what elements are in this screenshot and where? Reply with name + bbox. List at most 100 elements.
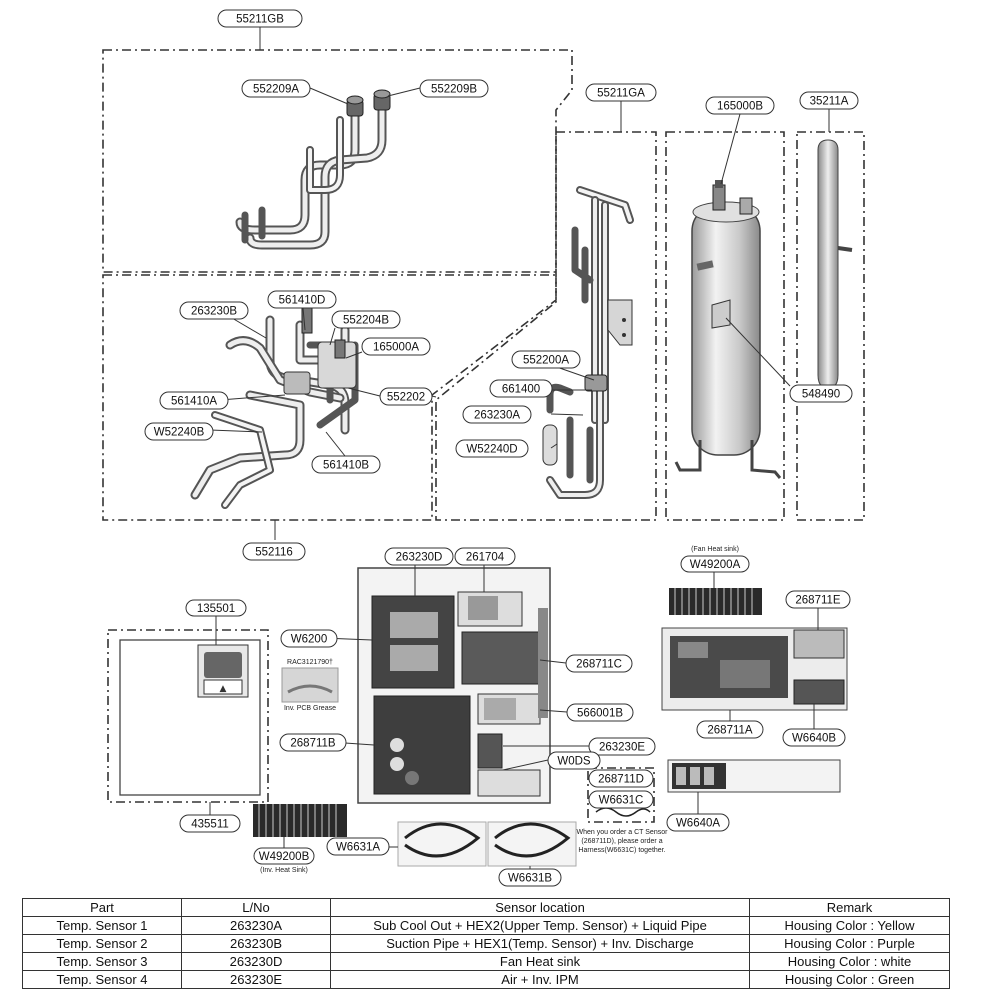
cell-lno: 263230B — [181, 934, 331, 953]
note-ct-line-2: (268711D), please order a — [581, 838, 663, 845]
cell-part: Temp. Sensor 1 — [22, 916, 182, 935]
callout-268711A[interactable]: 268711A — [696, 720, 764, 739]
valve-block-552116 — [283, 302, 357, 395]
callout-165000A[interactable]: 165000A — [361, 337, 431, 356]
pipe-assembly-55211GB — [235, 95, 387, 250]
valve-552209B — [373, 89, 391, 111]
callout-label: 261704 — [466, 552, 505, 564]
callout-561410B[interactable]: 561410B — [311, 455, 381, 474]
harness-W6631A — [397, 821, 487, 867]
callout-W6631B[interactable]: W6631B — [498, 868, 562, 887]
callout-552200A[interactable]: 552200A — [511, 350, 581, 369]
cell-location: Air + Inv. IPM — [330, 970, 750, 989]
callout-label: 552204B — [343, 315, 389, 327]
callout-label: 552209A — [253, 84, 299, 96]
callout-label: 263230E — [599, 742, 645, 754]
callout-552202[interactable]: 552202 — [379, 387, 433, 406]
callout-268711E[interactable]: 268711E — [785, 590, 851, 609]
table-header-row: Part L/No Sensor location Remark — [22, 898, 950, 917]
callout-263230E[interactable]: 263230E — [588, 737, 656, 756]
table-row: Temp. Sensor 3 263230D Fan Heat sink Hou… — [22, 952, 950, 971]
cell-remark: Housing Color : Purple — [749, 934, 950, 953]
cell-remark: Housing Color : white — [749, 952, 950, 971]
callout-35211A[interactable]: 35211A — [799, 91, 859, 110]
callout-label: 561410B — [323, 460, 369, 472]
callout-263230B[interactable]: 263230B — [179, 301, 249, 320]
callout-552204B[interactable]: 552204B — [331, 310, 401, 329]
harness-W6631B — [487, 821, 577, 867]
filter-W52240D — [542, 424, 558, 466]
callout-label: 263230B — [191, 306, 237, 318]
cell-part: Temp. Sensor 2 — [22, 934, 182, 953]
callout-W52240D[interactable]: W52240D — [455, 439, 529, 458]
callout-435511[interactable]: 435511 — [179, 814, 241, 833]
callout-W49200A[interactable]: W49200A — [680, 555, 750, 573]
col-part: Part — [22, 898, 182, 917]
cell-location: Fan Heat sink — [330, 952, 750, 971]
pcb-268711A — [661, 627, 848, 711]
callout-label: 661400 — [502, 384, 540, 396]
callout-label: 263230D — [396, 552, 443, 564]
boundary-55211GA — [435, 131, 657, 521]
callout-165000B[interactable]: 165000B — [705, 96, 775, 115]
callout-W6631A[interactable]: W6631A — [326, 837, 390, 856]
note-inv-heat-sink: (Inv. Heat Sink) — [260, 867, 308, 874]
callout-label: W6631B — [508, 873, 552, 885]
callout-552209A[interactable]: 552209A — [241, 79, 311, 98]
callout-label: 268711A — [707, 725, 753, 737]
callout-W0DS[interactable]: W0DS — [547, 751, 601, 770]
table-row: Temp. Sensor 2 263230B Suction Pipe + HE… — [22, 934, 950, 953]
callout-W52240B[interactable]: W52240B — [144, 422, 214, 441]
callout-552116[interactable]: 552116 — [242, 542, 306, 561]
callout-55211GA[interactable]: 55211GA — [585, 83, 657, 102]
callout-55211GB[interactable]: 55211GB — [217, 9, 303, 28]
col-remark: Remark — [749, 898, 950, 917]
cell-location: Sub Cool Out + HEX2(Upper Temp. Sensor) … — [330, 916, 750, 935]
valve-552209A — [346, 95, 364, 117]
callout-548490[interactable]: 548490 — [789, 384, 853, 403]
leader-lines — [209, 27, 830, 869]
callout-W6631C[interactable]: W6631C — [588, 790, 654, 809]
callout-W49200B[interactable]: W49200B — [253, 847, 315, 865]
svg-text:▲: ▲ — [220, 684, 227, 694]
callout-661400[interactable]: 661400 — [489, 379, 553, 398]
cell-location: Suction Pipe + HEX1(Temp. Sensor) + Inv.… — [330, 934, 750, 953]
pipe-35211A — [817, 139, 853, 389]
boundary-tank — [665, 131, 785, 521]
note-fan-heat-sink: (Fan Heat sink) — [691, 546, 739, 553]
callout-label: 268711B — [290, 738, 336, 750]
callout-261704[interactable]: 261704 — [454, 547, 516, 566]
callout-label: 35211A — [810, 96, 849, 108]
callout-label: 135501 — [197, 603, 235, 615]
callout-552209B[interactable]: 552209B — [419, 79, 489, 98]
cell-lno: 263230D — [181, 952, 331, 971]
harness-W6631C — [595, 807, 651, 817]
callout-label: 561410D — [279, 295, 326, 307]
callout-label: W0DS — [557, 756, 591, 768]
callout-561410D[interactable]: 561410D — [267, 290, 337, 309]
cell-part: Temp. Sensor 3 — [22, 952, 182, 971]
col-sensor-location: Sensor location — [330, 898, 750, 917]
callout-W6640A[interactable]: W6640A — [666, 813, 730, 832]
callout-label: 268711C — [576, 659, 622, 671]
terminal-block-W6640A — [667, 759, 841, 793]
callout-W6200[interactable]: W6200 — [280, 629, 338, 648]
callout-label: W49200B — [259, 851, 310, 863]
callout-268711B[interactable]: 268711B — [279, 733, 347, 752]
callout-135501[interactable]: 135501 — [185, 599, 247, 617]
callout-W6640B[interactable]: W6640B — [782, 728, 846, 747]
callout-561410A[interactable]: 561410A — [159, 391, 229, 410]
callout-label: 55211GA — [597, 88, 645, 100]
callout-label: 165000A — [373, 342, 419, 354]
callout-label: 268711E — [795, 595, 841, 607]
callout-label: W6631C — [599, 795, 644, 807]
callout-263230A[interactable]: 263230A — [462, 405, 532, 424]
callout-label: 268711D — [598, 774, 644, 786]
callout-263230D[interactable]: 263230D — [384, 547, 454, 566]
callout-label: W6200 — [291, 634, 327, 646]
callout-268711D[interactable]: 268711D — [588, 769, 654, 788]
callout-label: 435511 — [191, 819, 229, 831]
callout-566001B[interactable]: 566001B — [566, 703, 634, 722]
callout-label: 552200A — [523, 355, 569, 367]
callout-268711C[interactable]: 268711C — [565, 654, 633, 673]
